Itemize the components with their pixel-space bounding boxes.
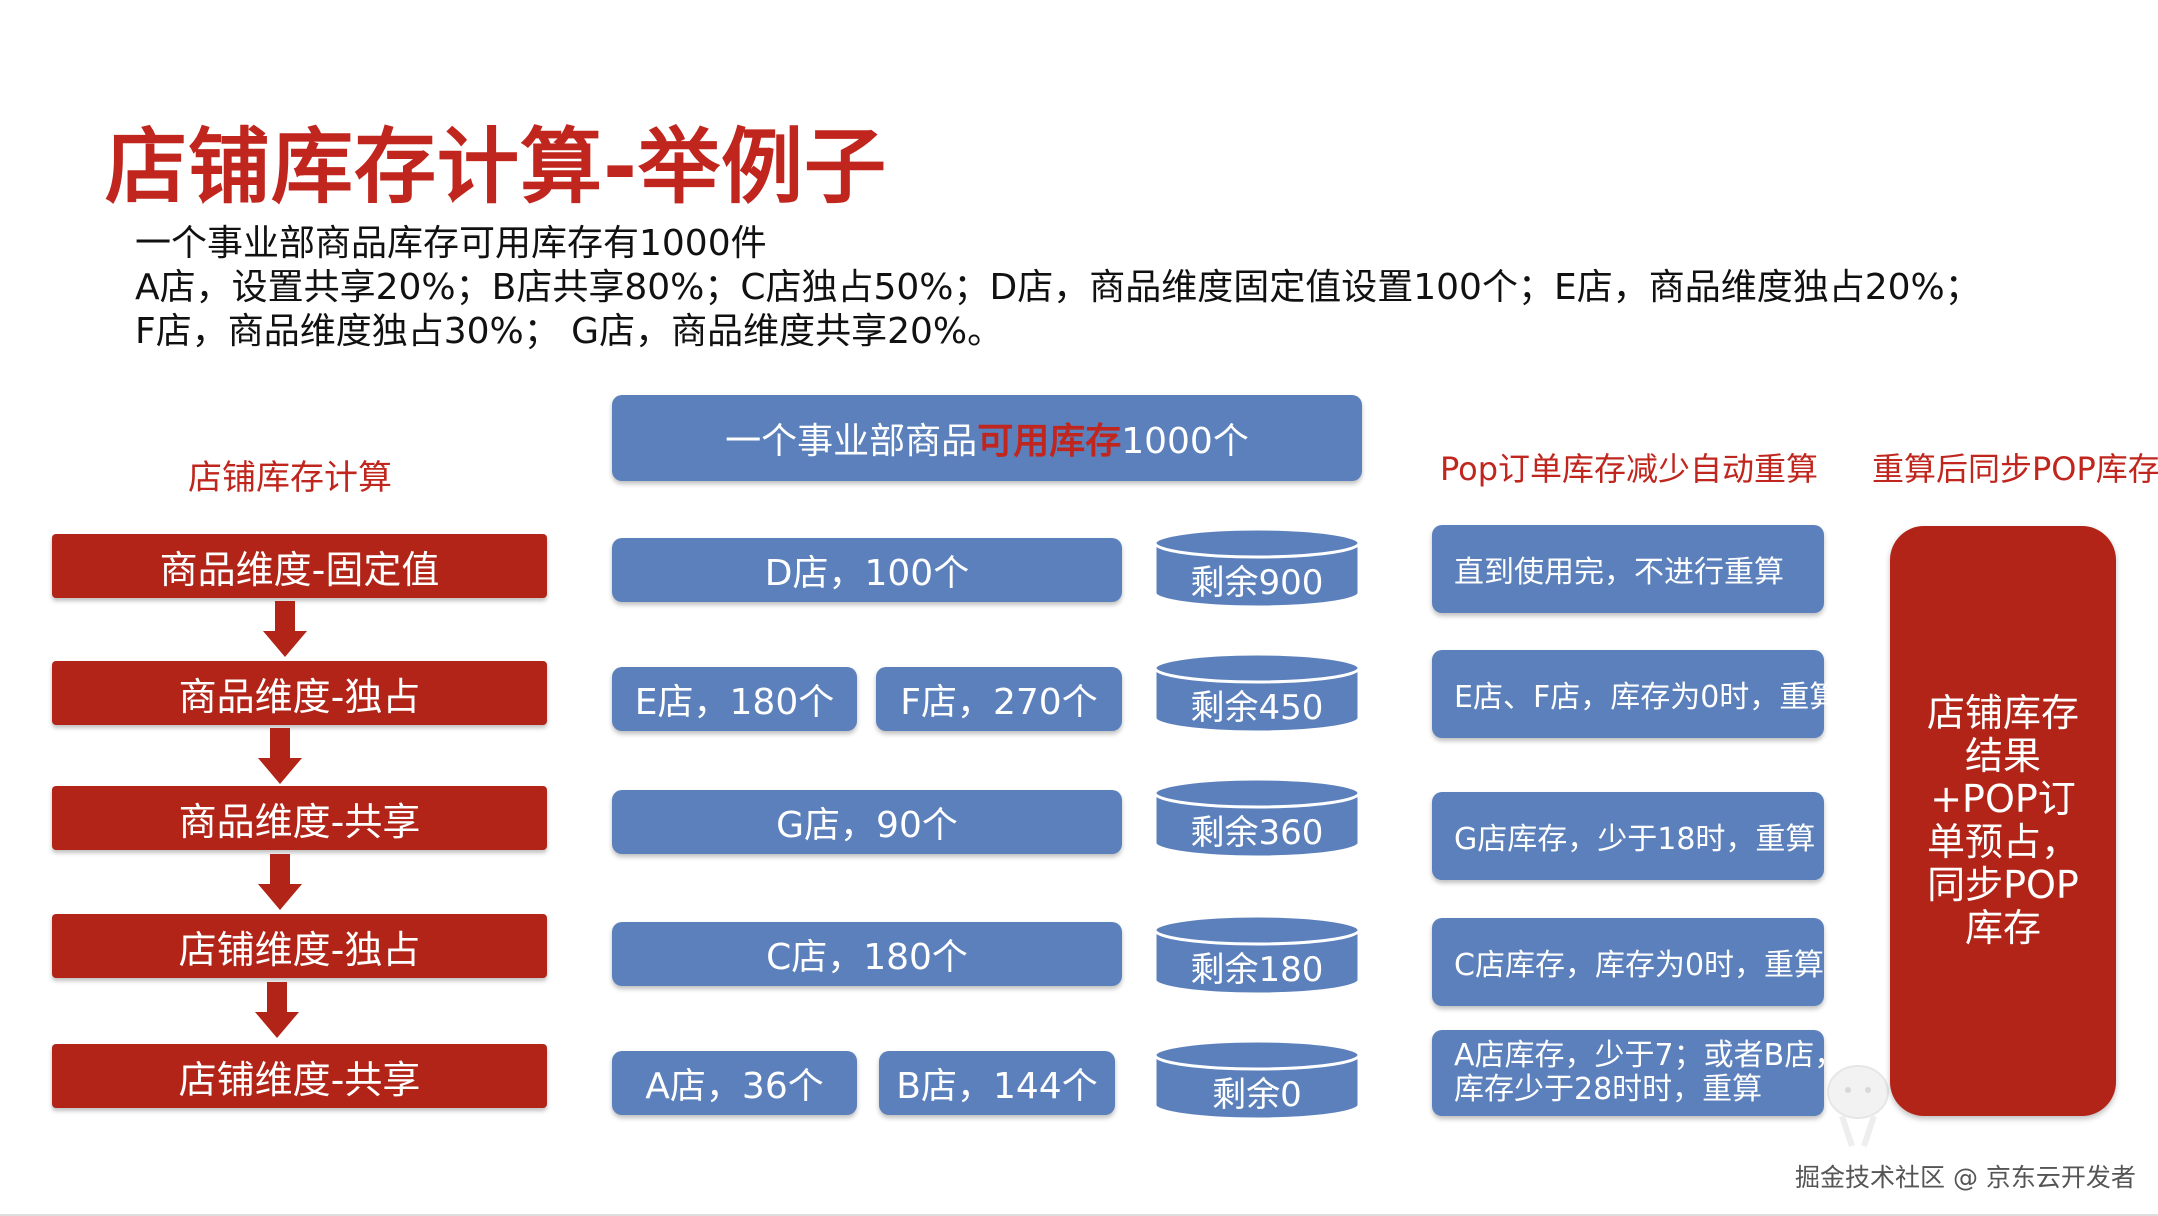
remaining-cylinder: 剩余450: [1152, 652, 1362, 736]
cylinder-shape: [1153, 527, 1361, 609]
result-line: +POP订: [1930, 777, 2076, 821]
recalc-rule: A店库存，少于7；或者B店， 库存少于28时时，重算: [1432, 1030, 1844, 1116]
remaining-cylinder: 剩余180: [1152, 914, 1362, 998]
watermark: 掘金技术社区 @ 京东云开发者: [1795, 1163, 2136, 1192]
result-line: 结果: [1964, 734, 2041, 778]
allocation-f: F店，270个: [876, 667, 1122, 731]
step-item-exclusive: 商品维度-独占: [52, 661, 547, 725]
remaining-cylinder: 剩余900: [1152, 527, 1362, 611]
remaining-label: 剩余450: [1190, 688, 1324, 728]
remaining-label: 剩余180: [1190, 950, 1324, 990]
intro-text: 一个事业部商品库存可用库存有1000件 A店，设置共享20%；B店共享80%；C…: [135, 222, 1981, 354]
header-calc: 店铺库存计算: [188, 458, 392, 498]
step-item-shared: 商品维度-共享: [52, 786, 547, 850]
remaining-label: 剩余900: [1190, 563, 1324, 603]
cylinder-shape: [1153, 1039, 1361, 1121]
header-sync: 重算后同步POP库存: [1872, 450, 2158, 488]
down-arrow-icon: [258, 854, 302, 910]
step-item-fixed: 商品维度-固定值: [52, 534, 547, 598]
cylinder-shape: [1153, 777, 1361, 859]
allocation-g: G店，90个: [612, 790, 1122, 854]
total-suffix: 1000个: [1121, 421, 1249, 462]
allocation-a: A店，36个: [612, 1051, 857, 1115]
down-arrow-icon: [263, 601, 307, 657]
intro-line: F店，商品维度独占30%； G店，商品维度共享20%。: [135, 311, 1004, 352]
recalc-rule: 直到使用完，不进行重算: [1432, 525, 1824, 613]
step-item-store-shared: 店铺维度-共享: [52, 1044, 547, 1108]
allocation-b: B店，144个: [879, 1051, 1115, 1115]
recalc-rule: E店、F店，库存为0时，重算: [1432, 650, 1839, 738]
page-title: 店铺库存计算-举例子: [105, 120, 888, 215]
remaining-cylinder: 剩余0: [1152, 1039, 1362, 1123]
remaining-label: 剩余360: [1190, 813, 1324, 853]
remaining-cylinder: 剩余360: [1152, 777, 1362, 861]
recalc-rule-line: 库存少于28时时，重算: [1454, 1072, 1763, 1107]
down-arrow-icon: [255, 982, 299, 1038]
allocation-e: E店，180个: [612, 667, 857, 731]
header-pop-recalc: Pop订单库存减少自动重算: [1440, 450, 1819, 488]
recalc-rule: G店库存，少于18时，重算: [1432, 792, 1824, 880]
result-line: 库存: [1964, 906, 2041, 950]
down-arrow-icon: [258, 728, 302, 784]
cylinder-shape: [1153, 914, 1361, 996]
result-line: 同步POP: [1927, 863, 2079, 907]
result-line: 单预占，: [1926, 820, 2079, 864]
sync-result-box: 店铺库存 结果 +POP订 单预占， 同步POP 库存: [1890, 526, 2116, 1116]
bottom-divider: [0, 1214, 2158, 1216]
total-prefix: 一个事业部商品: [725, 421, 978, 462]
allocation-d: D店，100个: [612, 538, 1122, 602]
recalc-rule-line: A店库存，少于7；或者B店，: [1454, 1038, 1845, 1073]
total-highlight: 可用库存: [977, 421, 1122, 462]
intro-line: A店，设置共享20%；B店共享80%；C店独占50%；D店，商品维度固定值设置1…: [135, 267, 1981, 308]
step-item-store-exclusive: 店铺维度-独占: [52, 914, 547, 978]
intro-line: 一个事业部商品库存可用库存有1000件: [135, 223, 767, 264]
allocation-c: C店，180个: [612, 922, 1122, 986]
mascot-icon: [1827, 1065, 1889, 1147]
cylinder-shape: [1153, 652, 1361, 734]
result-line: 店铺库存: [1926, 691, 2079, 735]
remaining-label: 剩余0: [1212, 1075, 1302, 1115]
recalc-rule: C店库存，库存为0时，重算: [1432, 918, 1824, 1006]
